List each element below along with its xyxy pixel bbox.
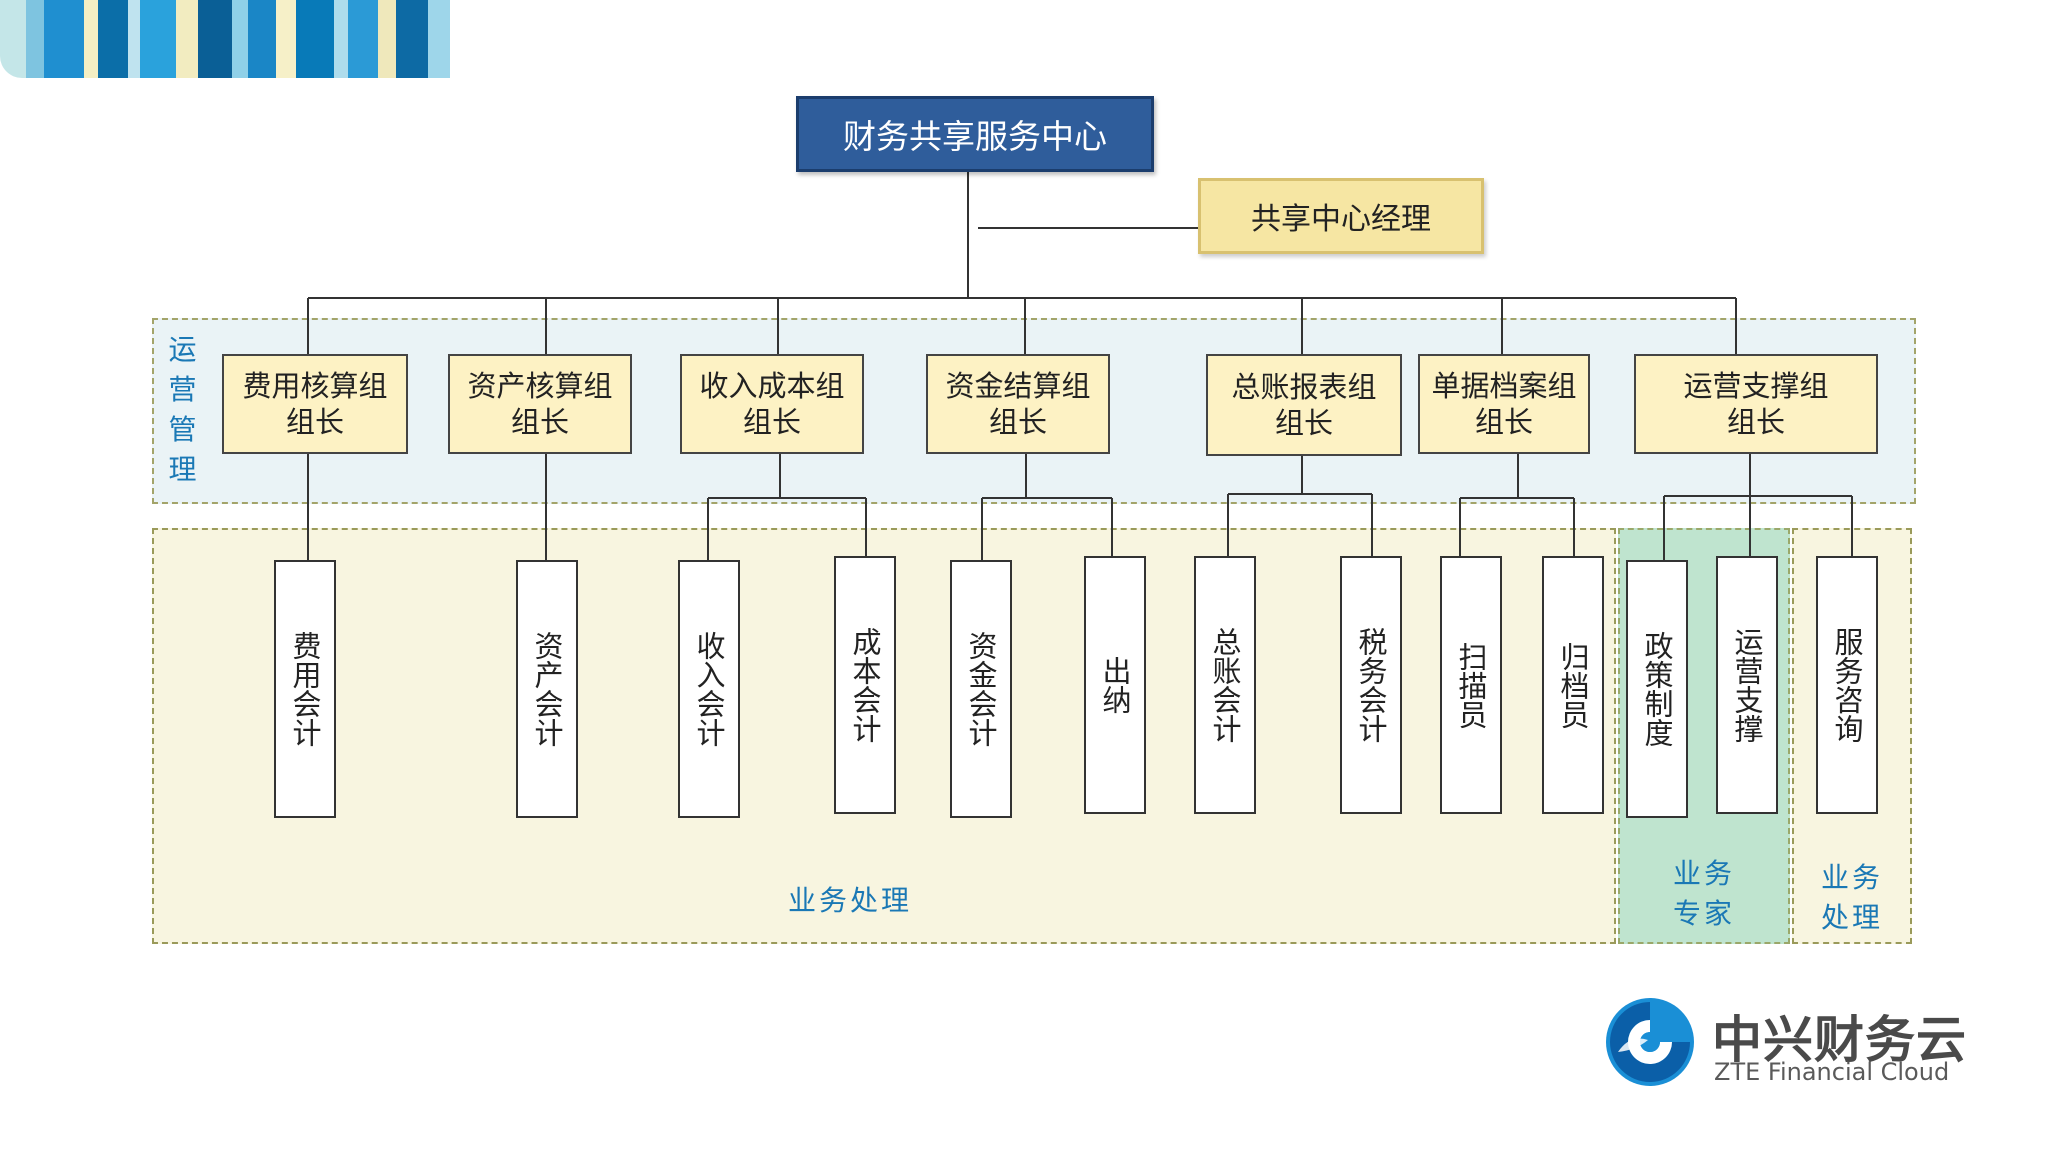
finance-shared-service-center-box: 财务共享服务中心 <box>796 96 1154 172</box>
lead-name: 运营支撑组 <box>1683 369 1829 403</box>
cloud-swirl-icon <box>1606 998 1694 1086</box>
zte-financial-cloud-logo: 中兴财务云 ZTE Financial Cloud <box>1600 990 1966 1090</box>
lead-revenue-cost: 收入成本组 组长 <box>680 354 864 454</box>
role-archivist: 归档员 <box>1542 556 1604 814</box>
lead-title: 组长 <box>1474 405 1533 439</box>
center-manager-box: 共享中心经理 <box>1198 178 1484 254</box>
business-processing-label: 业务处理 <box>787 884 912 917</box>
lead-name: 总账报表组 <box>1231 370 1377 404</box>
role-tax-accountant: 税务会计 <box>1340 556 1402 814</box>
lead-title: 组长 <box>510 405 569 439</box>
lead-title: 组长 <box>285 405 344 439</box>
lead-document-archive: 单据档案组 组长 <box>1418 354 1590 454</box>
role-service-consulting: 服务咨询 <box>1816 556 1878 814</box>
lead-expense-accounting: 费用核算组 组长 <box>222 354 408 454</box>
role-scanner: 扫描员 <box>1440 556 1502 814</box>
logo-english-text: ZTE Financial Cloud <box>1714 1058 1950 1086</box>
lead-name: 单据档案组 <box>1431 369 1577 403</box>
ops-management-label: 运营管理 <box>168 333 200 486</box>
lead-operations-support: 运营支撑组 组长 <box>1634 354 1878 454</box>
lead-name: 资金结算组 <box>945 369 1091 403</box>
role-asset-accountant: 资产会计 <box>516 560 578 818</box>
business-experts-label: 业务专家 <box>1672 857 1735 930</box>
lead-title: 组长 <box>742 405 801 439</box>
role-fund-accountant: 资金会计 <box>950 560 1012 818</box>
lead-title: 组长 <box>1274 406 1333 440</box>
lead-fund-settlement: 资金结算组 组长 <box>926 354 1110 454</box>
role-revenue-accountant: 收入会计 <box>678 560 740 818</box>
role-cost-accountant: 成本会计 <box>834 556 896 814</box>
role-policy-system: 政策制度 <box>1626 560 1688 818</box>
role-cashier: 出纳 <box>1084 556 1146 814</box>
logo-chinese-text: 中兴财务云 <box>1712 1011 1967 1069</box>
service-processing-label: 业务处理 <box>1820 861 1883 934</box>
role-operations-support: 运营支撑 <box>1716 556 1778 814</box>
lead-title: 组长 <box>1726 405 1785 439</box>
lead-name: 收入成本组 <box>699 369 845 403</box>
decorative-stripes <box>0 0 470 78</box>
lead-title: 组长 <box>988 405 1047 439</box>
lead-asset-accounting: 资产核算组 组长 <box>448 354 632 454</box>
role-general-ledger-accountant: 总账会计 <box>1194 556 1256 814</box>
lead-general-ledger-reporting: 总账报表组 组长 <box>1206 354 1402 456</box>
lead-name: 资产核算组 <box>467 369 613 403</box>
role-expense-accountant: 费用会计 <box>274 560 336 818</box>
lead-name: 费用核算组 <box>242 369 388 403</box>
